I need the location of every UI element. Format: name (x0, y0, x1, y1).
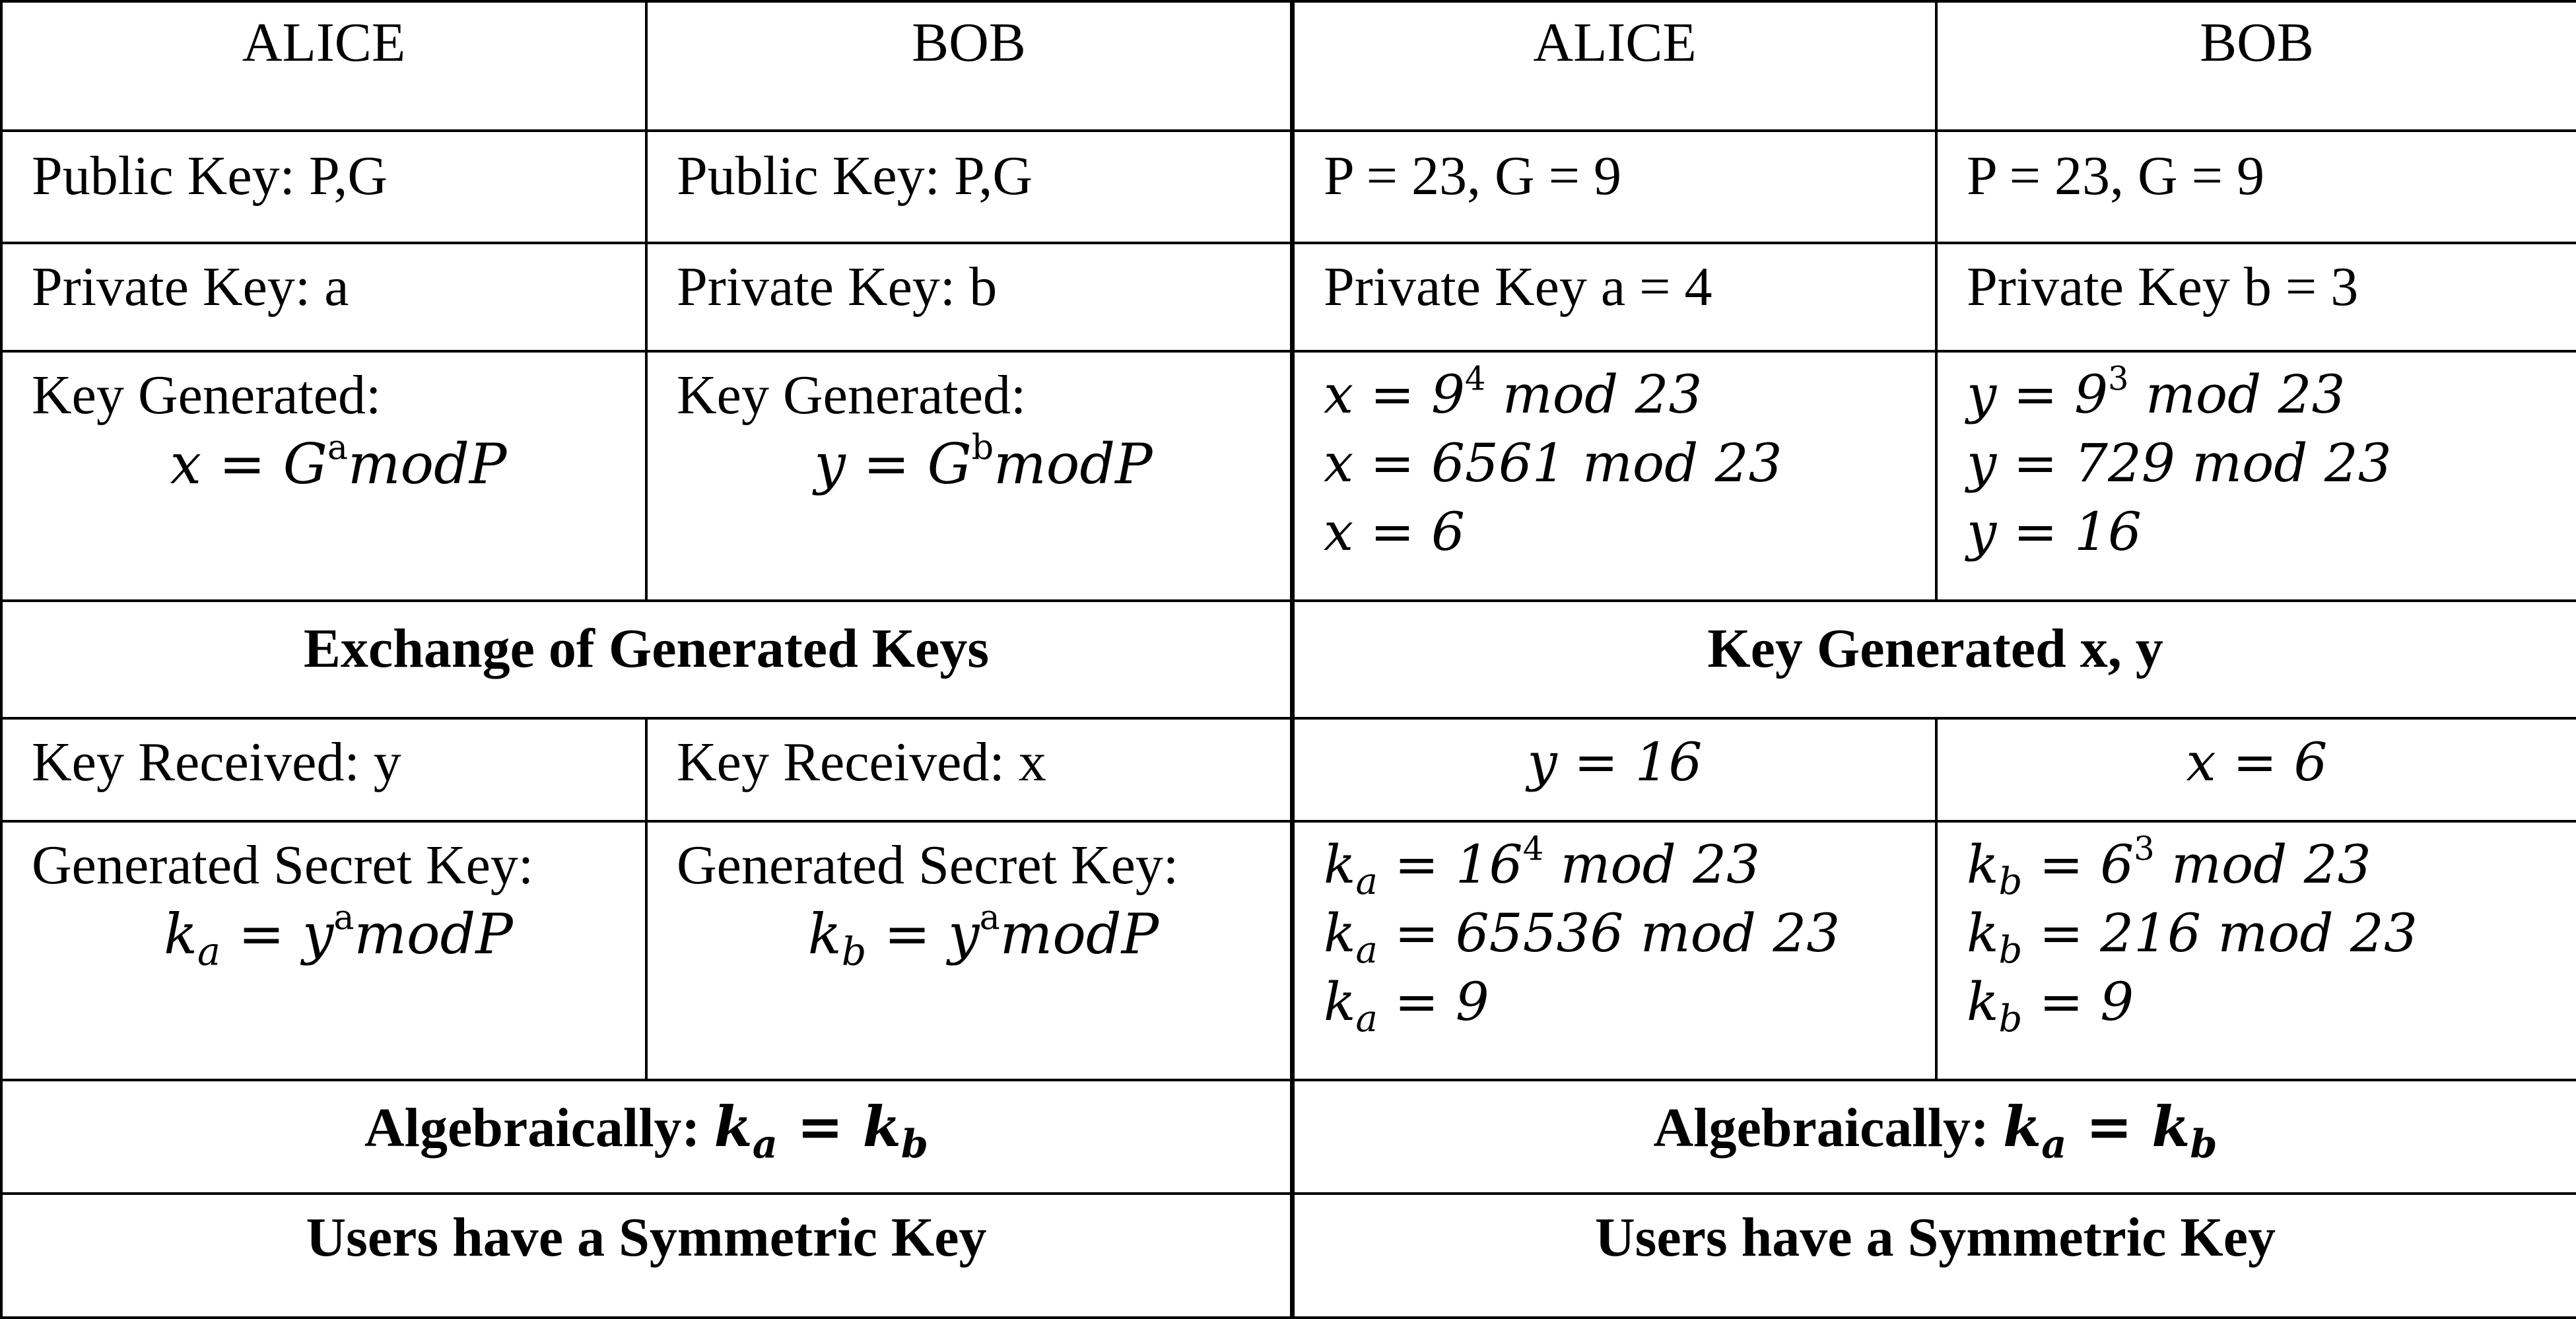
table-row: x = 94 mod 23 x = 6561 mod 23 x = 6 y = … (1292, 350, 2576, 602)
alice-private-key: Private Key: a (0, 242, 648, 353)
symmetric-key-footer: Users have a Symmetric Key (0, 1192, 1293, 1319)
bob-public-values: P = 23, G = 9 (1935, 129, 2576, 244)
exchange-heading: Exchange of Generated Keys (0, 599, 1293, 720)
alice-key-received: Key Received: y (0, 717, 648, 823)
bob-private-value: Private Key b = 3 (1935, 242, 2576, 353)
table-row: Key Generated x, y (1292, 599, 2576, 720)
calc-line: y = 16 (1967, 501, 2142, 562)
calc-line: y = 729 mod 23 (1967, 432, 2392, 494)
secret-key-label: Generated Secret Key: (677, 834, 1179, 896)
calc-line: x = 94 mod 23 (1324, 359, 1703, 425)
table-row: y = 16 x = 6 (1292, 717, 2576, 823)
alice-received-value: y = 16 (1292, 717, 1938, 823)
calc-line: x = 6561 mod 23 (1324, 432, 1782, 494)
bob-header: BOB (645, 0, 1293, 132)
algebraic-statement: Algebraically: ka = kb (1292, 1079, 2576, 1195)
table-row: Private Key: a Private Key: b (0, 242, 1293, 353)
alice-secret-key: Generated Secret Key: ka = yamodP (0, 820, 648, 1081)
calc-line: ka = 65536 mod 23 (1324, 902, 1841, 972)
bob-secret-formula: kb = yamodP (807, 898, 1159, 974)
alice-key-calculation: x = 94 mod 23 x = 6561 mod 23 x = 6 (1292, 350, 1938, 602)
calc-line: ka = 164 mod 23 (1324, 829, 1761, 903)
alice-private-value: Private Key a = 4 (1292, 242, 1938, 353)
calc-line: ka = 9 (1324, 971, 1489, 1040)
calc-line: x = 6 (1324, 501, 1465, 562)
table-row: Algebraically: ka = kb (0, 1079, 1293, 1195)
symmetric-key-footer: Users have a Symmetric Key (1292, 1192, 2576, 1319)
table-row: Public Key: P,G Public Key: P,G (0, 129, 1293, 244)
table-row: Users have a Symmetric Key (0, 1192, 1293, 1319)
alice-key-generated: Key Generated: x = GamodP (0, 350, 648, 602)
bob-key-received: Key Received: x (645, 717, 1293, 823)
key-generated-label: Key Generated: (677, 364, 1027, 426)
alice-header: ALICE (1292, 0, 1938, 132)
table-row: Users have a Symmetric Key (1292, 1192, 2576, 1319)
alice-public-key: Public Key: P,G (0, 129, 648, 244)
bob-key-generated: Key Generated: y = GbmodP (645, 350, 1293, 602)
bob-secret-key: Generated Secret Key: kb = yamodP (645, 820, 1293, 1081)
alice-secret-calculation: ka = 164 mod 23 ka = 65536 mod 23 ka = 9 (1292, 820, 1938, 1081)
bob-key-formula: y = GbmodP (814, 428, 1153, 496)
bob-header: BOB (1935, 0, 2576, 132)
table-row: ALICE BOB (0, 0, 1293, 132)
key-generated-label: Key Generated: (32, 364, 382, 426)
alice-public-values: P = 23, G = 9 (1292, 129, 1938, 244)
bob-received-value: x = 6 (1935, 717, 2576, 823)
alice-header: ALICE (0, 0, 648, 132)
numeric-example-table: ALICE BOB P = 23, G = 9 P = 23, G = 9 Pr… (1292, 0, 2576, 1319)
table-row: Exchange of Generated Keys (0, 599, 1293, 720)
calc-line: kb = 63 mod 23 (1967, 829, 2371, 903)
calc-line: kb = 9 (1967, 971, 2134, 1040)
symbolic-exchange-table: ALICE BOB Public Key: P,G Public Key: P,… (0, 0, 1293, 1319)
calc-line: y = 93 mod 23 (1967, 359, 2346, 425)
bob-public-key: Public Key: P,G (645, 129, 1293, 244)
table-row: Generated Secret Key: ka = yamodP Genera… (0, 820, 1293, 1081)
table-row: ka = 164 mod 23 ka = 65536 mod 23 ka = 9… (1292, 820, 2576, 1081)
alice-key-formula: x = GamodP (170, 428, 507, 496)
table-row: Key Generated: x = GamodP Key Generated:… (0, 350, 1293, 602)
table-row: ALICE BOB (1292, 0, 2576, 132)
bob-key-calculation: y = 93 mod 23 y = 729 mod 23 y = 16 (1935, 350, 2576, 602)
bob-secret-calculation: kb = 63 mod 23 kb = 216 mod 23 kb = 9 (1935, 820, 2576, 1081)
calc-line: kb = 216 mod 23 (1967, 902, 2418, 972)
alice-secret-formula: ka = yamodP (164, 898, 513, 974)
table-row: Private Key a = 4 Private Key b = 3 (1292, 242, 2576, 353)
bob-private-key: Private Key: b (645, 242, 1293, 353)
key-generated-heading: Key Generated x, y (1292, 599, 2576, 720)
algebraic-statement: Algebraically: ka = kb (0, 1079, 1293, 1195)
secret-key-label: Generated Secret Key: (32, 834, 534, 896)
table-row: Algebraically: ka = kb (1292, 1079, 2576, 1195)
table-row: Key Received: y Key Received: x (0, 717, 1293, 823)
table-row: P = 23, G = 9 P = 23, G = 9 (1292, 129, 2576, 244)
